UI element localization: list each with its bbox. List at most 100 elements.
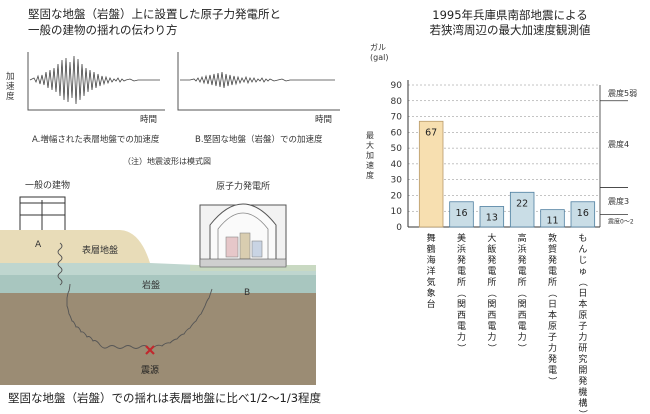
waveform-a-caption: A.増幅された表層地盤での加速度: [32, 135, 160, 145]
category-label-char: 所: [457, 277, 466, 288]
general-building: [19, 196, 66, 230]
bedrock-deep-layer: [0, 293, 316, 385]
category-label-char: 構: [578, 397, 587, 409]
category-label-char: ん: [578, 244, 587, 255]
category-label-char: 力: [518, 331, 527, 343]
ground-diagram: 一般の建物 原子力発電所 表層地盤 岩盤 A B 震源: [0, 179, 316, 385]
category-label-char: 所: [487, 277, 496, 288]
bar-value-label: 16: [455, 208, 467, 219]
bar: [418, 120, 444, 228]
bedrock-label: 岩盤: [142, 279, 160, 291]
category-label-char: 西: [457, 310, 466, 321]
category-label-char: 電: [487, 321, 496, 332]
surface-soil-label: 表層地盤: [82, 244, 118, 256]
wave-path-surface: [57, 242, 63, 286]
bar-value-label: 22: [516, 198, 528, 209]
category-label-char: 電: [518, 321, 527, 332]
category-label-char: 電: [487, 266, 496, 277]
nuclear-plant: [199, 203, 287, 268]
category-label-char: ゅ: [578, 267, 587, 277]
category-label-char: 本: [548, 309, 557, 321]
category-label-char: も: [578, 233, 587, 244]
bar-value-label: 11: [546, 216, 558, 227]
category-label-char: 賀: [548, 243, 557, 255]
category-label-char: 象: [427, 287, 436, 299]
bar-value-label: 13: [486, 212, 498, 223]
waveform-note: （注）地震波形は模式図: [123, 157, 211, 166]
epicenter-label: 震源: [141, 365, 159, 376]
left-title-line2: 一般の建物の揺れの伝わり方: [28, 23, 178, 37]
category-label-char: 力: [578, 331, 587, 343]
category-label-char: 気: [427, 276, 436, 288]
category-label-char: 力: [487, 331, 496, 343]
category-label-char: 飯: [487, 243, 496, 255]
chart-unit-line1: ガル: [370, 42, 386, 52]
category-label-char: 発: [578, 375, 587, 387]
bar: [479, 206, 505, 228]
point-a-label: A: [35, 240, 42, 250]
left-title-line1: 堅固な地盤（岩盤）上に設置した原子力発電所と: [28, 7, 281, 21]
y-axis-label-char: 最: [366, 131, 374, 140]
bar: [449, 201, 474, 228]
category-label-char: 関: [487, 299, 496, 310]
category-label-char: ）: [486, 343, 497, 352]
y-tick-label: 50: [391, 144, 403, 154]
intensity-band-label: 震度0～2: [608, 218, 634, 226]
category-label-char: 本: [578, 298, 587, 310]
category-label-char: 関: [457, 299, 466, 310]
y-tick-label: 0: [396, 223, 402, 233]
category-label-char: 海: [427, 254, 436, 266]
category-label-char: 発: [457, 254, 466, 266]
category-label-char: 西: [487, 310, 496, 321]
category-label-char: 日: [548, 299, 557, 310]
category-label-char: 究: [578, 353, 587, 365]
category-label-char: 電: [548, 266, 557, 277]
bar: [540, 209, 565, 228]
category-label-char: じ: [578, 255, 587, 266]
bedrock-upper-band: [0, 263, 316, 275]
chart-title-line1: 1995年兵庫県南部地震による: [432, 8, 588, 22]
waveform-a-axes: [27, 52, 165, 111]
category-label-char: 発: [487, 254, 496, 266]
category-label-char: （: [516, 288, 527, 297]
waveform-b-signal: [180, 71, 335, 89]
wave-path-to-plant: [153, 288, 213, 348]
waveform-a: 時間: [27, 52, 165, 125]
category-label-char: 原: [548, 321, 557, 332]
category-label-char: 大: [487, 232, 496, 244]
waveform-b-caption: B.堅固な地盤（岩盤）での加速度: [195, 135, 323, 145]
y-tick-label: 20: [391, 191, 403, 201]
chart-title: 1995年兵庫県南部地震による 若狭湾周辺の最大加速度観測値: [400, 8, 620, 38]
y-axis-label-char: 加: [366, 150, 374, 160]
y-tick-label: 30: [391, 176, 403, 186]
category-label-char: 子: [578, 321, 587, 332]
category-label-char: 舞: [427, 233, 436, 244]
y-axis-label-char: 速: [366, 161, 374, 170]
plant-ground: [190, 265, 316, 271]
chart-unit-line2: (gal): [370, 53, 388, 62]
epicenter-marker: [145, 345, 155, 355]
category-label-char: 高: [518, 232, 527, 244]
y-tick-label: 80: [391, 97, 403, 107]
category-label-char: （: [577, 277, 588, 286]
waveform-b-xlabel: 時間: [315, 115, 332, 125]
category-label-char: 電: [457, 321, 466, 332]
category-label-char: 西: [518, 310, 527, 321]
category-label-char: 敦: [548, 232, 557, 244]
bar: [509, 191, 535, 228]
y-tick-label: 60: [391, 128, 403, 138]
building-label: 一般の建物: [25, 179, 70, 191]
waveform-a-signal: [29, 55, 160, 105]
category-label-char: 開: [578, 365, 587, 376]
category-label-char: ）: [516, 343, 527, 352]
category-label-char: 電: [518, 266, 527, 277]
surface-soil-layer: [0, 230, 150, 263]
waveform-a-ylabel-text: 加速度: [6, 72, 15, 102]
category-label-char: 原: [578, 310, 587, 321]
category-label-char: 関: [518, 299, 527, 310]
waveform-b: 時間: [177, 52, 340, 125]
category-label-char: 子: [548, 332, 557, 343]
bedrock-layer: [0, 275, 316, 293]
category-label-char: 発: [548, 353, 557, 365]
category-label-char: 鶴: [427, 243, 436, 255]
